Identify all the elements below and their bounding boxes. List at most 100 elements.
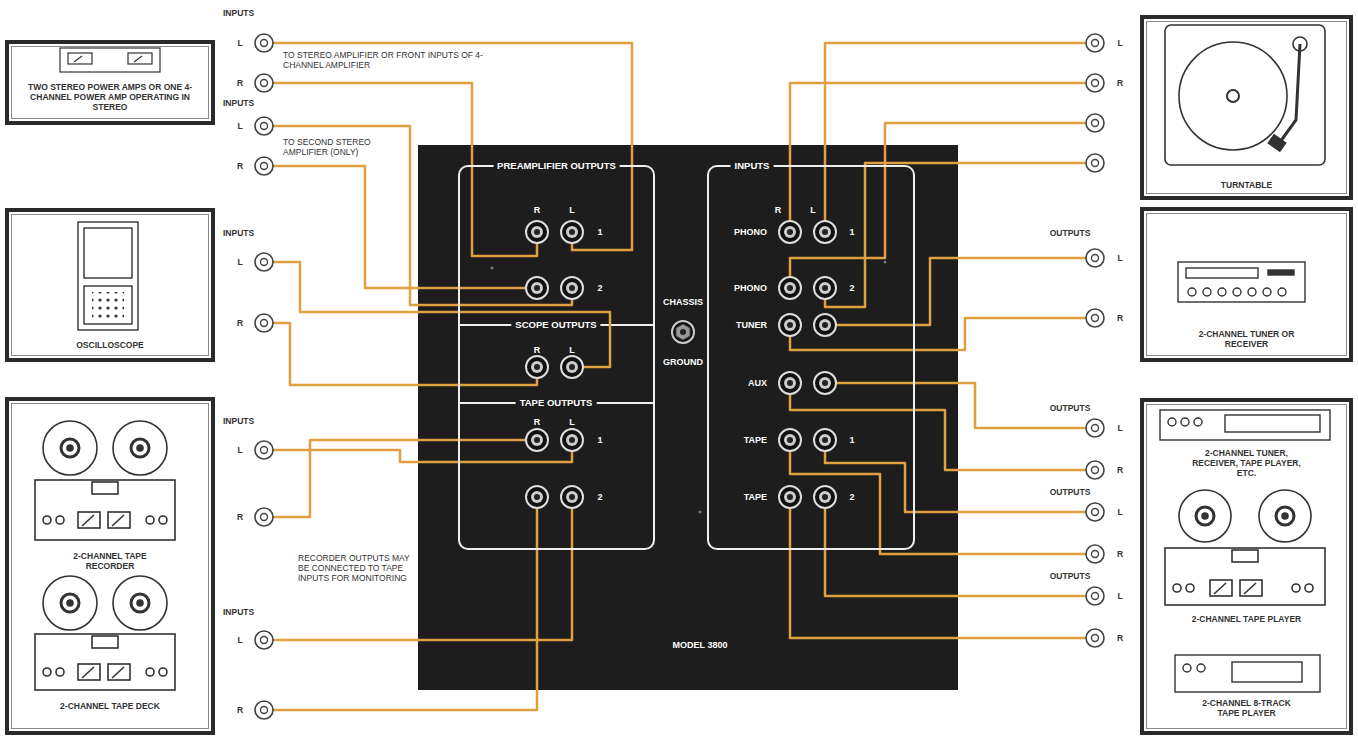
rca-jack (255, 117, 273, 135)
drawing-part (1218, 288, 1226, 296)
panel-label: GROUND (663, 357, 703, 367)
drawing-part (836, 258, 1085, 325)
jack-part (534, 229, 540, 235)
panel-label: 2 (597, 492, 602, 502)
jack-part (1092, 425, 1099, 432)
jack-label: INPUTS (223, 98, 254, 108)
drawing-part (1233, 288, 1241, 296)
section-heading: SCOPE OUTPUTS (511, 318, 600, 332)
drawing-part (78, 512, 100, 528)
jack-part (261, 637, 268, 644)
drawing-part (680, 329, 686, 335)
drawing-part (1165, 25, 1325, 165)
panel-label: R (534, 205, 541, 215)
jack-part (787, 322, 793, 328)
drawing-part (60, 48, 160, 72)
jack-part (261, 259, 268, 266)
rca-jack (561, 356, 583, 378)
panel-label: CHASSIS (663, 297, 703, 307)
jack-part (261, 123, 268, 130)
jack-label: INPUTS (223, 8, 254, 18)
drawing-part (274, 440, 526, 517)
drawing-part (274, 508, 537, 710)
drawing-part (84, 286, 132, 324)
drawing-part (78, 664, 100, 680)
drawing-part (1278, 288, 1286, 296)
jack-part (822, 437, 828, 443)
drawing-part (74, 56, 82, 62)
rca-jack (1086, 545, 1104, 563)
ground-terminal (672, 321, 694, 343)
jack-label: INPUTS (223, 228, 254, 238)
jack-label: L (237, 38, 242, 48)
device-label: 2-CHANNEL TAPE DECK (55, 701, 165, 711)
device-label: TURNTABLE (1167, 180, 1327, 190)
drawing-part (131, 594, 149, 612)
device-box: TURNTABLE (1140, 15, 1353, 200)
drawing-part (790, 508, 1085, 638)
drawing-part (35, 480, 175, 540)
jack-part (531, 282, 543, 294)
rca-jack (561, 429, 583, 451)
drawing-part (1214, 583, 1226, 594)
jack-part (566, 226, 578, 238)
rca-jack (526, 221, 548, 243)
jack-label: R (237, 78, 243, 88)
jack-part (569, 285, 575, 291)
drawing-part (790, 83, 1085, 221)
jack-part (784, 377, 796, 389)
jack-part (822, 322, 828, 328)
rca-jack (255, 508, 273, 526)
rca-jack (526, 429, 548, 451)
drawing-part (82, 667, 94, 678)
drawing-part (1225, 415, 1320, 432)
rca-jack (1086, 629, 1104, 647)
rca-jack (526, 356, 548, 378)
drawing-part (159, 668, 167, 676)
jack-label: R (237, 705, 243, 715)
jack-part (1092, 255, 1099, 262)
drawing-part (137, 445, 143, 451)
jack-part (784, 491, 796, 503)
jack-part (787, 380, 793, 386)
drawing-part (825, 508, 1085, 596)
rca-jack (255, 441, 273, 459)
drawing-part (1178, 262, 1305, 302)
drawing-part (274, 323, 537, 385)
jack-part (787, 285, 793, 291)
rca-jack (779, 429, 801, 451)
device-label: 2-CHANNEL TUNER OR RECEIVER (1182, 329, 1312, 349)
panel-label: 1 (849, 227, 854, 237)
jack-label: R (237, 318, 243, 328)
rca-jack (1086, 74, 1104, 92)
jack-label: L (237, 635, 242, 645)
rca-jack (255, 253, 273, 271)
jack-part (531, 361, 543, 373)
rca-jack (1086, 114, 1104, 132)
drawing-part (836, 383, 1085, 428)
jack-label: R (1117, 633, 1123, 643)
drawing-part (1259, 490, 1311, 542)
drawing-part (884, 261, 887, 264)
rca-jack (255, 631, 273, 649)
drawing-part (825, 163, 1085, 307)
rear-panel (418, 145, 958, 690)
drawing-part (274, 126, 572, 305)
panel-label: TAPE (744, 492, 767, 502)
jack-label: L (1117, 507, 1122, 517)
panel-label: R (534, 417, 541, 427)
drawing-part (1197, 664, 1205, 672)
jack-part (566, 282, 578, 294)
drawing-part (56, 668, 64, 676)
jack-part (819, 434, 831, 446)
panel-label: 2 (849, 492, 854, 502)
jack-part (1092, 467, 1099, 474)
drawing-part (1194, 418, 1202, 426)
drawing-part (43, 516, 51, 524)
rca-jack (561, 221, 583, 243)
tape-recorder-illustration (35, 421, 175, 540)
panel-label: R (534, 345, 541, 355)
rca-jack (814, 314, 836, 336)
jack-part (819, 226, 831, 238)
drawing-part (1282, 513, 1288, 519)
